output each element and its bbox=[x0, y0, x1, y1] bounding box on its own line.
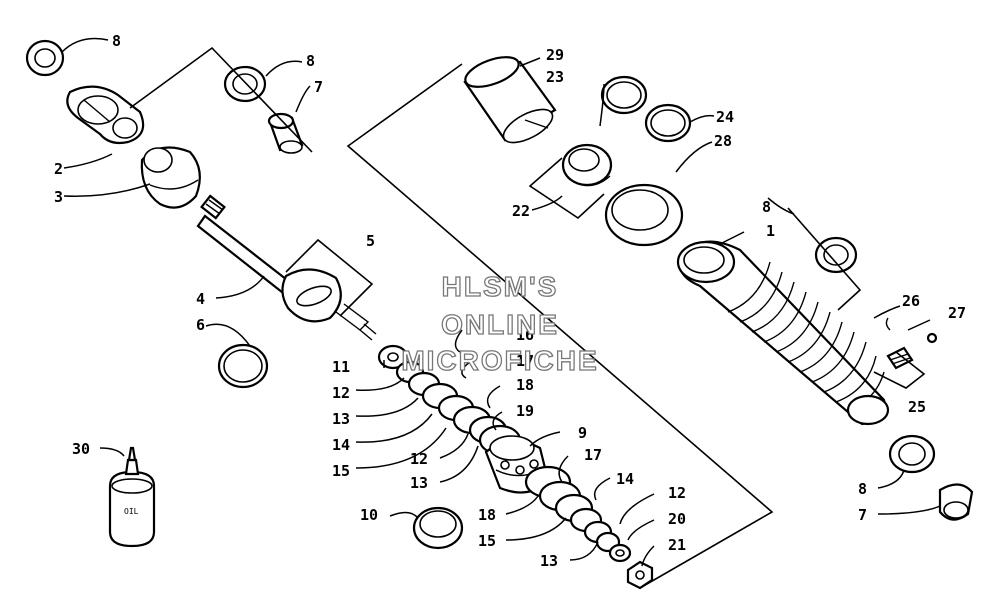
part-25-valve bbox=[886, 346, 914, 370]
callout-13: 13 bbox=[410, 474, 428, 492]
callout-16: 16 bbox=[516, 326, 534, 344]
callout-2: 2 bbox=[54, 160, 63, 178]
oil-bottle-label: OIL bbox=[124, 507, 139, 516]
callout-7: 7 bbox=[858, 506, 867, 524]
part-21-nut bbox=[626, 560, 654, 590]
callout-12: 12 bbox=[668, 484, 686, 502]
callout-14: 14 bbox=[332, 436, 350, 454]
part-6-o-ring bbox=[217, 343, 269, 389]
part-5-piston-head bbox=[281, 268, 377, 341]
part-3-bumper bbox=[140, 146, 201, 209]
part-27-screw bbox=[926, 332, 938, 344]
callout-14: 14 bbox=[616, 470, 634, 488]
callout-26: 26 bbox=[902, 292, 920, 310]
watermark-line-3: MICROFICHE bbox=[401, 345, 598, 376]
callout-20: 20 bbox=[668, 510, 686, 528]
callout-12: 12 bbox=[332, 384, 350, 402]
bracket-eyelet-group bbox=[129, 46, 313, 153]
callout-8: 8 bbox=[112, 32, 121, 50]
callout-4: 4 bbox=[196, 290, 205, 308]
callout-17: 17 bbox=[516, 352, 534, 370]
callout-18: 18 bbox=[478, 506, 496, 524]
part-26-spring-pin bbox=[885, 317, 891, 331]
part-2-eyelet bbox=[66, 85, 145, 145]
valve-stack bbox=[377, 344, 522, 456]
callout-29: 29 bbox=[546, 46, 564, 64]
bracket-25 bbox=[873, 351, 926, 389]
part-10-ring bbox=[412, 506, 464, 550]
part-1-shock-body bbox=[676, 240, 890, 426]
callout-12: 12 bbox=[410, 450, 428, 468]
callout-25: 25 bbox=[908, 398, 926, 416]
callout-19: 19 bbox=[516, 402, 534, 420]
callout-18: 18 bbox=[516, 376, 534, 394]
callout-21: 21 bbox=[668, 536, 686, 554]
callout-15: 15 bbox=[332, 462, 350, 480]
watermark: HLSM'S ONLINE MICROFICHE bbox=[401, 270, 598, 376]
callout-15: 15 bbox=[478, 532, 496, 550]
part-23-o-ring bbox=[600, 75, 648, 115]
callout-1: 1 bbox=[766, 222, 775, 240]
watermark-line-2: ONLINE bbox=[441, 309, 559, 340]
callout-22: 22 bbox=[512, 202, 530, 220]
callout-27: 27 bbox=[948, 304, 966, 322]
callout-8: 8 bbox=[858, 480, 867, 498]
callout-17: 17 bbox=[584, 446, 602, 464]
valve-stack-lower bbox=[524, 465, 632, 563]
watermark-line-1: HLSM'S bbox=[442, 271, 559, 302]
callout-30: 30 bbox=[72, 440, 90, 458]
callout-5: 5 bbox=[366, 232, 375, 250]
callout-9: 9 bbox=[578, 424, 587, 442]
callout-10: 10 bbox=[360, 506, 378, 524]
callout-11: 11 bbox=[332, 358, 350, 376]
callout-8: 8 bbox=[306, 52, 315, 70]
part-24-o-ring bbox=[644, 103, 692, 143]
part-8-bushing-right-upper bbox=[814, 236, 858, 274]
callout-28: 28 bbox=[714, 132, 732, 150]
part-8-bushing-top-left bbox=[25, 39, 65, 77]
part-8-bushing-right-lower bbox=[888, 434, 936, 474]
bracket-8-right bbox=[787, 207, 862, 311]
callout-6: 6 bbox=[196, 316, 205, 334]
bracket-main bbox=[346, 63, 774, 589]
callout-numbers: 8 8 7 2 3 5 4 6 29 23 24 28 22 8 1 26 27… bbox=[54, 32, 966, 570]
part-7-sleeve-bottom bbox=[938, 483, 974, 521]
callout-23: 23 bbox=[546, 68, 564, 86]
leader-lines bbox=[61, 37, 941, 567]
callout-13: 13 bbox=[332, 410, 350, 428]
callout-8: 8 bbox=[762, 198, 771, 216]
part-22-seal-head bbox=[561, 143, 613, 187]
callout-13: 13 bbox=[540, 552, 558, 570]
part-30-oil-bottle: OIL bbox=[108, 446, 156, 548]
part-29-reservoir bbox=[463, 56, 557, 144]
callout-7: 7 bbox=[314, 78, 323, 96]
callout-24: 24 bbox=[716, 108, 734, 126]
bracket-5 bbox=[285, 238, 374, 317]
callout-3: 3 bbox=[54, 188, 63, 206]
part-28-bushing bbox=[604, 183, 684, 247]
part-7-sleeve-top bbox=[267, 112, 304, 154]
part-4-shaft bbox=[196, 194, 302, 302]
